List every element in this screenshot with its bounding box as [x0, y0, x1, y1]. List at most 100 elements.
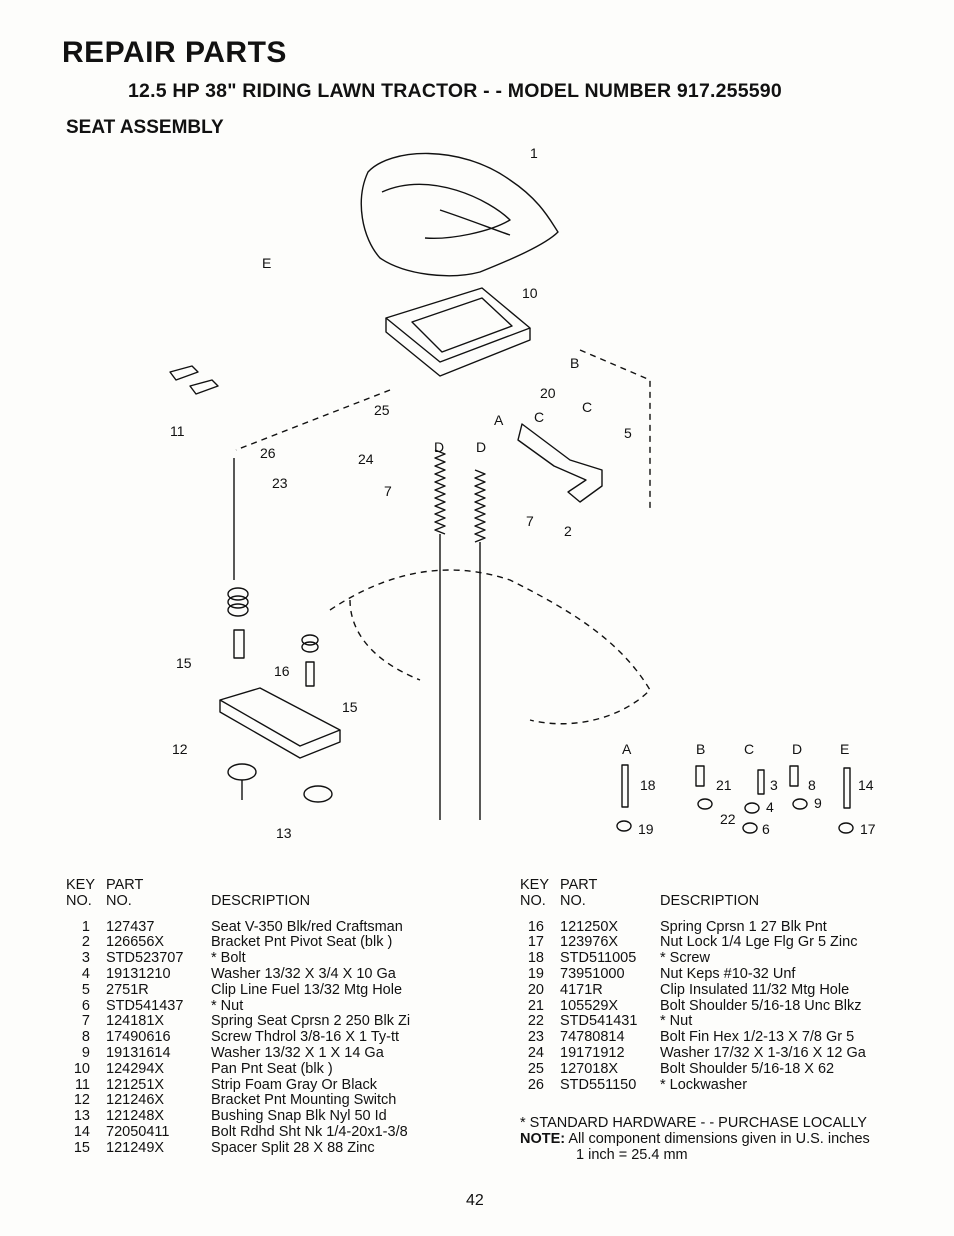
- part-number: STD523707: [106, 950, 184, 967]
- key-number: 11: [74, 1076, 90, 1093]
- no-header: NO.: [106, 892, 132, 909]
- key-header: KEY: [66, 877, 96, 893]
- callout: 6: [762, 821, 770, 837]
- note-text: All component dimensions given in U.S. i…: [568, 1130, 870, 1147]
- part-number: 127018X: [560, 1060, 619, 1077]
- key-number: 16: [527, 918, 544, 935]
- callout: 7: [384, 483, 392, 499]
- callout: 1: [530, 145, 538, 161]
- diagram-svg: 1 10 E B 20 25 A C C 5 11 26 24 D D 23 7…: [169, 145, 876, 841]
- tractor-frame-outline: [235, 349, 651, 725]
- part-number: 19131614: [106, 1044, 171, 1061]
- springs-drawing: [434, 449, 486, 760]
- part-description: Bolt Shoulder 5/16-18 X 62: [660, 1060, 835, 1077]
- part-description: * Lockwasher: [660, 1076, 748, 1093]
- callout: 18: [640, 777, 656, 793]
- callout: 26: [260, 445, 276, 461]
- callout: 15: [342, 699, 358, 715]
- callout: C: [582, 399, 592, 415]
- callout: 8: [808, 777, 816, 793]
- key-number: 25: [527, 1060, 544, 1077]
- description-header: DESCRIPTION: [211, 892, 311, 909]
- part-header: PART: [106, 877, 144, 893]
- callout: 9: [814, 795, 822, 811]
- part-description: Spring Cprsn 1 27 Blk Pnt: [660, 918, 827, 935]
- table-row: 16 121250X Spring Cprsn 1 27 Blk Pnt: [520, 918, 910, 936]
- part-description: Bracket Pnt Mounting Switch: [211, 1092, 397, 1109]
- key-number: 15: [73, 1139, 90, 1156]
- part-description: Pan Pnt Seat (blk ): [211, 1060, 333, 1077]
- callout: A: [622, 741, 632, 757]
- part-number: 124181X: [106, 1013, 165, 1030]
- part-description: Clip Insulated 11/32 Mtg Hole: [660, 981, 850, 998]
- callout: D: [434, 439, 444, 455]
- part-number: 2751R: [106, 981, 149, 998]
- no-header: NO.: [520, 892, 546, 909]
- part-number: STD551150: [560, 1076, 637, 1093]
- table-row: 8 17490616 Screw Thdrol 3/8-16 X 1 Ty-tt: [66, 1029, 486, 1046]
- callout: 21: [716, 777, 732, 793]
- key-number: 17: [527, 934, 544, 951]
- seat-drawing: [360, 152, 559, 277]
- pivot-bracket-drawing: [517, 423, 603, 503]
- page-number: 42: [466, 1192, 484, 1209]
- callout: 12: [172, 741, 188, 757]
- part-number: STD541431: [560, 1013, 638, 1030]
- callout: 25: [374, 402, 390, 418]
- callout: 13: [276, 825, 292, 841]
- part-description: Spring Seat Cprsn 2 250 Blk Zi: [211, 1013, 411, 1030]
- part-description: Nut Lock 1/4 Lge Flg Gr 5 Zinc: [660, 934, 858, 951]
- callout: 4: [766, 799, 774, 815]
- part-header: PART: [560, 877, 598, 893]
- parts-header-row: KEY PART: [520, 877, 910, 894]
- callout: B: [570, 355, 579, 371]
- callout: 19: [638, 821, 654, 837]
- callout: D: [792, 741, 802, 757]
- part-number: 17490616: [106, 1029, 171, 1046]
- part-number: 124294X: [106, 1060, 165, 1077]
- callout: 5: [624, 425, 632, 441]
- part-number: 127437: [106, 918, 155, 935]
- table-row: 7 124181X Spring Seat Cprsn 2 250 Blk Zi: [66, 1014, 486, 1030]
- footnote: * STANDARD HARDWARE - - PURCHASE LOCALLY…: [520, 1115, 870, 1163]
- part-number: 19171912: [560, 1044, 625, 1061]
- callout: 15: [176, 655, 192, 671]
- key-number: 8: [81, 1029, 90, 1046]
- part-description: Seat V-350 Blk/red Craftsman: [211, 918, 403, 935]
- callout: 10: [522, 285, 538, 301]
- key-number: 12: [73, 1092, 90, 1109]
- key-number: 7: [81, 1013, 90, 1030]
- diagram-callout-labels: 1 10 E B 20 25 A C C 5 11 26 24 D D 23 7…: [170, 145, 876, 841]
- part-description: Washer 17/32 X 1-3/16 X 12 Ga: [660, 1044, 866, 1061]
- part-number: 121249X: [106, 1139, 165, 1156]
- part-description: * Bolt: [211, 950, 246, 967]
- key-number: 2: [81, 934, 90, 951]
- part-number: STD541437: [106, 997, 184, 1014]
- switch-bracket-drawing: [219, 587, 341, 803]
- part-number: 105529X: [560, 997, 619, 1014]
- hardware-legend-drawing: [616, 764, 854, 834]
- key-number: 19: [527, 965, 544, 982]
- table-row: 25 127018X Bolt Shoulder 5/16-18 X 62: [520, 1060, 910, 1078]
- key-number: 4: [81, 965, 90, 982]
- key-number: 3: [81, 950, 90, 967]
- key-number: 26: [527, 1076, 544, 1093]
- conversion-note: 1 inch = 25.4 mm: [576, 1146, 688, 1163]
- part-number: 121250X: [560, 918, 619, 935]
- part-description: Screw Thdrol 3/8-16 X 1 Ty-tt: [211, 1029, 400, 1046]
- description-header: DESCRIPTION: [660, 892, 760, 909]
- part-description: Clip Line Fuel 13/32 Mtg Hole: [211, 981, 403, 998]
